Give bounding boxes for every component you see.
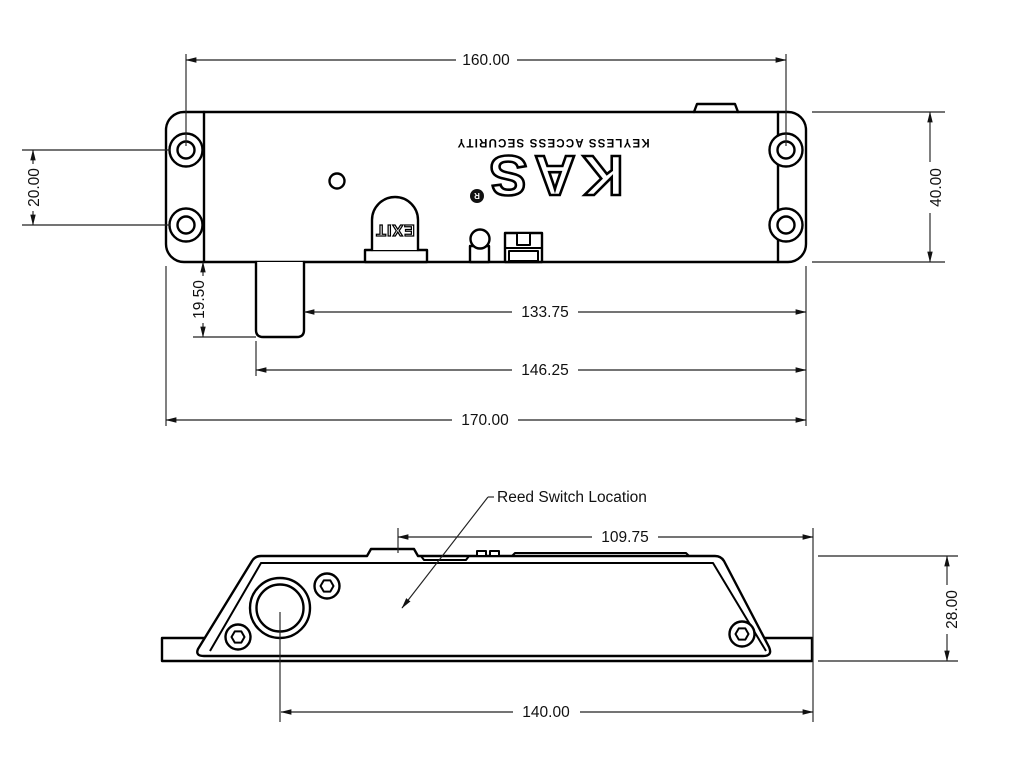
connector-component bbox=[503, 231, 544, 264]
side-view: Reed Switch Location 109.75 28.00 140.00 bbox=[160, 489, 961, 722]
top-edge-plateau bbox=[511, 552, 690, 557]
reed-switch-label: Reed Switch Location bbox=[497, 489, 647, 506]
reed-switch-annotation: Reed Switch Location bbox=[401, 489, 647, 609]
dim-value: 28.00 bbox=[944, 590, 961, 629]
dim-value: 19.50 bbox=[191, 280, 208, 319]
dim-side-height: 28.00 bbox=[818, 555, 961, 662]
hex-socket-icon bbox=[319, 579, 335, 593]
hex-screw bbox=[728, 620, 756, 648]
capacitor-component bbox=[468, 228, 491, 264]
connector-notch bbox=[516, 232, 531, 246]
top-edge-tab bbox=[489, 550, 500, 557]
led-indicator bbox=[328, 172, 346, 190]
top-tab bbox=[692, 102, 740, 114]
hex-socket-icon bbox=[734, 627, 750, 641]
cover-profile bbox=[196, 547, 772, 658]
dim-value: 160.00 bbox=[462, 52, 510, 69]
dim-value: 170.00 bbox=[461, 412, 509, 429]
brand-tagline: KEYLESS ACCESS SECURITY bbox=[456, 136, 649, 148]
dim-body-height: 40.00 bbox=[812, 111, 945, 263]
exit-button-dome bbox=[370, 195, 420, 252]
hole-bottom-left-inner bbox=[176, 215, 196, 235]
brand-logo: KAS bbox=[482, 143, 623, 207]
exit-button-base bbox=[363, 248, 429, 264]
dim-total-length: 170.00 bbox=[165, 266, 807, 429]
latch-bolt bbox=[254, 260, 306, 339]
hex-screw bbox=[224, 623, 252, 651]
dim-value: 109.75 bbox=[601, 529, 648, 546]
dim-hole-span: 160.00 bbox=[185, 52, 787, 146]
registered-mark-icon bbox=[470, 189, 484, 203]
hex-socket-icon bbox=[230, 630, 246, 644]
dim-value: 40.00 bbox=[928, 168, 945, 207]
screw-head bbox=[224, 623, 252, 651]
dim-reed-span: 109.75 bbox=[397, 528, 814, 722]
top-edge-recess bbox=[420, 555, 470, 561]
dim-latch-inner-to-end: 133.75 bbox=[303, 266, 807, 426]
dim-value: 133.75 bbox=[521, 304, 568, 321]
connector-slot bbox=[508, 250, 539, 262]
capacitor-top bbox=[469, 228, 491, 250]
cover-inner-wall bbox=[209, 562, 767, 652]
dim-hole-gap: 20.00 bbox=[22, 149, 170, 226]
exit-button: EXIT bbox=[363, 195, 429, 264]
dim-value: 146.25 bbox=[521, 362, 568, 379]
dim-value: 140.00 bbox=[522, 704, 570, 721]
dim-cylinder-to-end: 140.00 bbox=[280, 704, 814, 721]
screw-head bbox=[728, 620, 756, 648]
top-edge-tab bbox=[476, 550, 487, 557]
hex-screw bbox=[313, 572, 341, 600]
hole-bottom-right-inner bbox=[776, 215, 796, 235]
top-view: EXIT KAS R KEYLESS ACCESS SECURITY bbox=[22, 52, 945, 429]
dim-value: 20.00 bbox=[26, 168, 43, 207]
brand-logo-group: KAS R KEYLESS ACCESS SECURITY bbox=[456, 136, 649, 208]
leader-line bbox=[401, 496, 489, 609]
exit-button-label: EXIT bbox=[375, 221, 415, 238]
registered-mark-letter: R bbox=[474, 191, 480, 200]
screw-head bbox=[313, 572, 341, 600]
dim-latch-depth: 19.50 bbox=[191, 261, 256, 338]
dim-latch-outer-to-end: 146.25 bbox=[255, 341, 807, 379]
